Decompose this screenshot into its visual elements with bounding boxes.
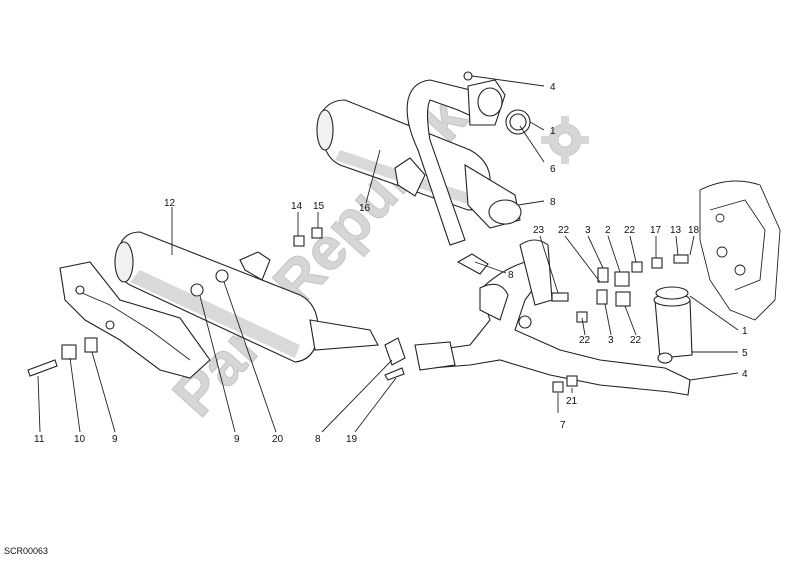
callout: 3: [585, 225, 591, 236]
rear-silencer: [114, 231, 379, 363]
callout: 8: [508, 270, 514, 281]
callout: 18: [688, 225, 700, 236]
callout: 21: [566, 396, 578, 407]
gear-icon: [541, 116, 589, 164]
y-pipe-assembly: [384, 239, 693, 396]
front-silencer: [316, 99, 522, 229]
callout: 7: [560, 420, 566, 431]
callout: 19: [346, 434, 358, 445]
callout: 12: [164, 198, 176, 209]
callout: 3: [608, 335, 614, 346]
callout: 8: [550, 197, 556, 208]
leader-lines: [37, 75, 739, 433]
callout: 1: [550, 126, 556, 137]
callout: 4: [742, 369, 748, 380]
callout: 9: [112, 434, 118, 445]
callout: 22: [579, 335, 591, 346]
callout: 15: [313, 201, 325, 212]
callout: 22: [558, 225, 570, 236]
callout: 9: [234, 434, 240, 445]
callout: 10: [74, 434, 86, 445]
upper-header-pipe: [406, 71, 531, 246]
callout: 11: [34, 434, 45, 445]
reference-code: SCR00063: [4, 546, 49, 556]
footpeg-bracket: [59, 261, 211, 379]
callout: 2: [605, 225, 611, 236]
callout: 22: [630, 335, 642, 346]
callout: 22: [624, 225, 636, 236]
callout: 23: [533, 225, 545, 236]
engine-case: [699, 180, 781, 321]
callout: 6: [550, 164, 556, 175]
callout: 20: [272, 434, 284, 445]
callout: 1: [742, 326, 748, 337]
callout: 17: [650, 225, 662, 236]
callout: 4: [550, 82, 556, 93]
callout: 14: [291, 201, 303, 212]
callout: 13: [670, 225, 682, 236]
callout: 16: [359, 203, 371, 214]
callout: 8: [315, 434, 321, 445]
callout-labels: 4 1 6 8 12 14 15 16 23 22 3 2 22 17 13 1…: [34, 82, 748, 445]
callout: 5: [742, 348, 748, 359]
